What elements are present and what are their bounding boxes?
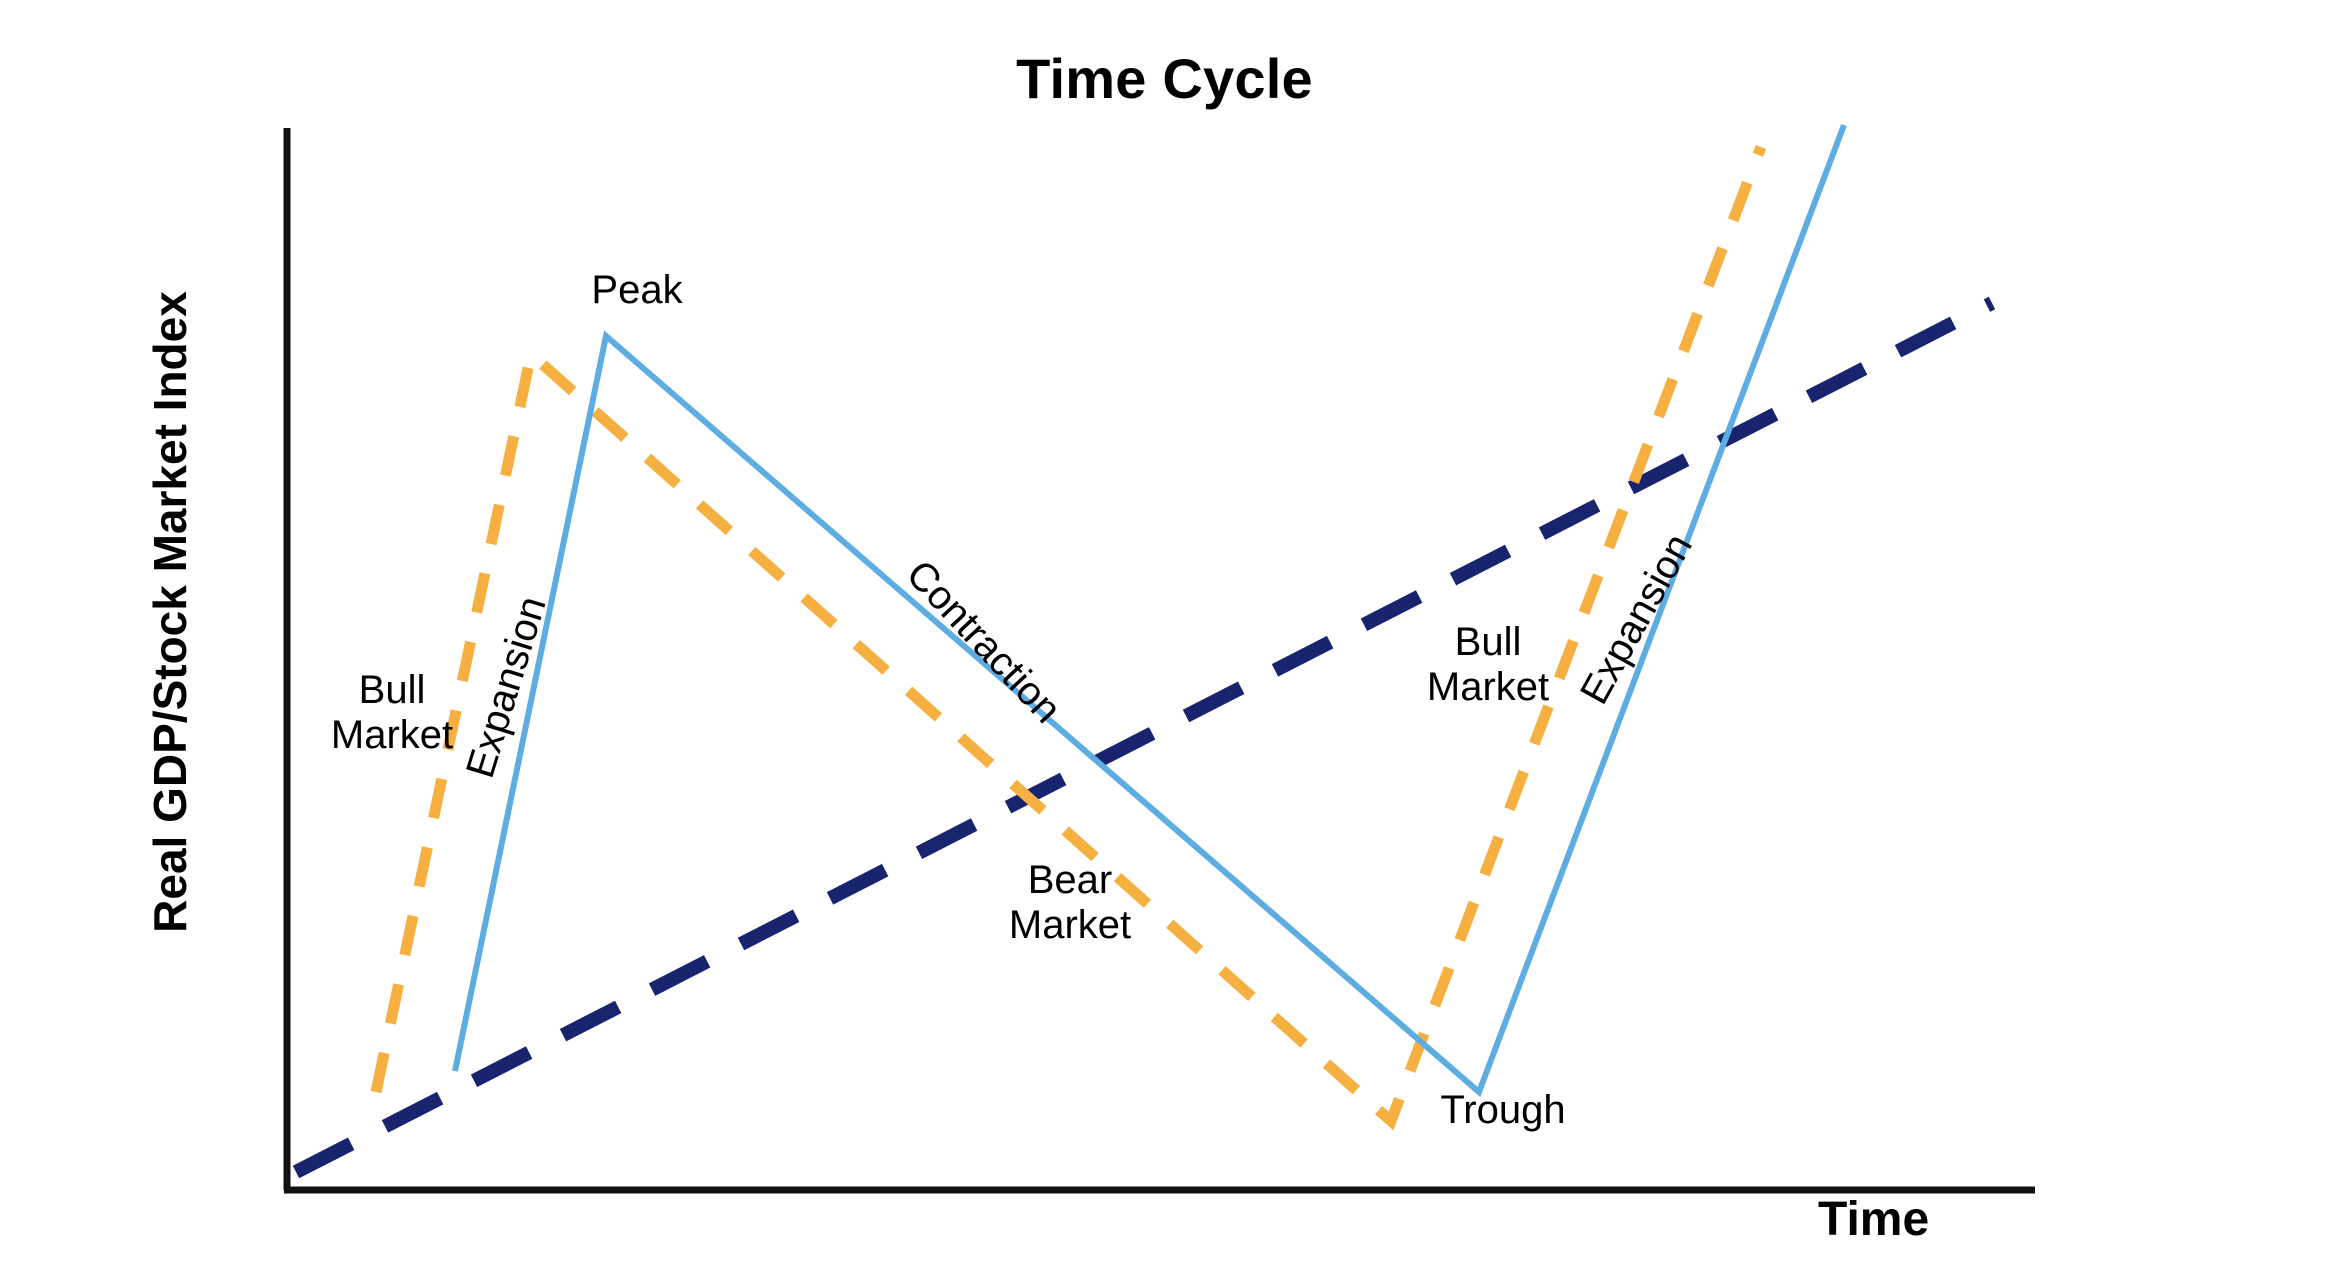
x-axis-label: Time — [1818, 1193, 1930, 1246]
series-gdp-line — [452, 123, 1847, 1098]
page-title: Time Cycle — [1016, 47, 1313, 110]
annotation-peak: Peak — [591, 268, 683, 312]
series-trend-line — [292, 296, 1996, 1179]
y-axis-label: Real GDP/Stock Market Index — [144, 291, 196, 933]
series-stock-market-line — [370, 145, 1767, 1131]
annotation-trough: Trough — [1440, 1088, 1566, 1132]
